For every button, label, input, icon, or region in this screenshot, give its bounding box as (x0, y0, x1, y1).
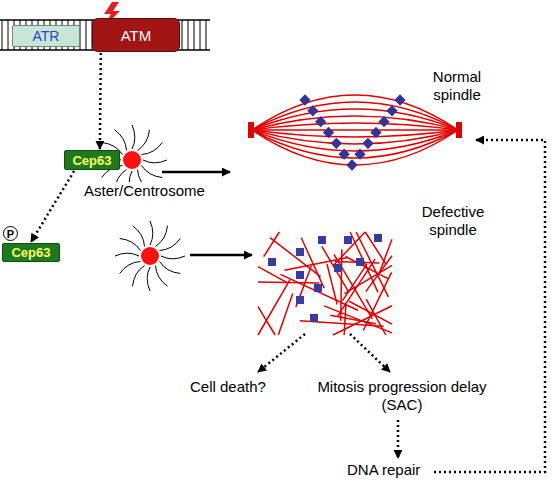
kinase-box: ATM (92, 18, 180, 52)
node-text: ATR (33, 28, 60, 44)
aster-centrosome (115, 221, 185, 291)
caption-label: Normal spindle (415, 68, 499, 104)
dotted-arrow (350, 334, 390, 372)
caption-label: Cell death? (188, 378, 268, 396)
node-text: P (7, 228, 14, 240)
phospho-circle: P (3, 226, 18, 241)
node-text: Cep63 (11, 245, 50, 260)
kinase-box: ATR (12, 25, 80, 47)
caption-label: Defective spindle (405, 203, 501, 239)
dotted-arrow (434, 140, 545, 472)
protein-box: Cep63 (64, 150, 120, 170)
protein-box: Cep63 (2, 243, 60, 262)
dotted-connector (99, 53, 102, 149)
node-text: ATM (121, 27, 152, 44)
dotted-arrow (258, 334, 305, 372)
defective-spindle (258, 232, 392, 335)
caption-label: Mitosis progression delay (SAC) (300, 378, 504, 414)
caption-label: Aster/Centrosome (82, 182, 207, 200)
normal-spindle (248, 94, 462, 170)
dotted-arrow (397, 420, 400, 458)
solid-arrow (190, 254, 252, 257)
node-text: Cep63 (72, 153, 111, 168)
caption-label: DNA repair (345, 461, 422, 479)
solid-arrow (162, 171, 230, 174)
dotted-connector (31, 171, 74, 242)
